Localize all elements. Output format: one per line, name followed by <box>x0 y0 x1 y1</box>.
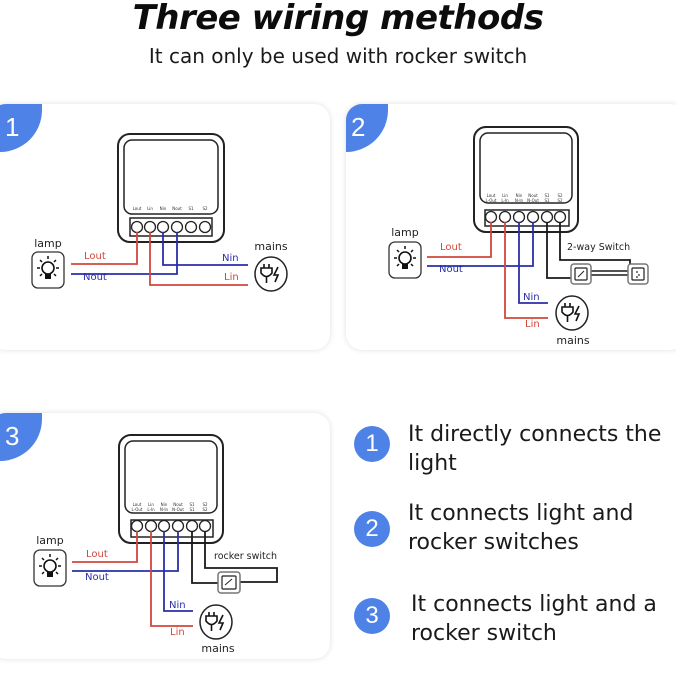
terminal-label: Lout <box>133 502 142 507</box>
legend-text: It connects light and rocker switches <box>408 501 634 555</box>
legend-text: It connects light and a rocker switch <box>411 592 657 646</box>
wire-lout <box>427 222 492 258</box>
legend-number-badge: 3 <box>354 598 390 634</box>
terminal-label: S2 <box>557 198 563 203</box>
wire-label-nout: Nout <box>85 572 109 583</box>
plug-icon <box>555 295 589 331</box>
terminal-screws <box>484 210 567 224</box>
terminal-label: S2 <box>557 193 563 198</box>
wire-label-nin: Nin <box>523 292 540 303</box>
wire-lin <box>150 531 193 627</box>
mains-label: mains <box>556 334 589 347</box>
wire-label-nout: Nout <box>83 272 107 283</box>
smart-switch-module: Lout Lin Nin Nout S1 S2 <box>117 133 225 243</box>
rocker-switch-icon <box>217 571 241 594</box>
wire-s2 <box>559 222 631 265</box>
terminal-label: S1 <box>189 507 195 512</box>
wire-nout <box>71 232 178 275</box>
terminal-label: S2 <box>202 502 208 507</box>
legend-item-3: 3 It connects light and a rocker switch <box>354 590 674 650</box>
wire-lin <box>149 232 248 286</box>
wire-label-lin: Lin <box>170 627 185 638</box>
plug-icon <box>254 256 288 292</box>
terminal-label: S2 <box>202 507 208 512</box>
terminal-label: N-Out <box>172 507 184 512</box>
wire-label-lin: Lin <box>525 319 540 330</box>
terminal-label: Lin <box>502 193 508 198</box>
wiring-diagram-3: Lout L-Out Lin L-In Nin N-In Nout N-Out … <box>0 413 330 659</box>
lightbulb-icon <box>31 251 65 289</box>
terminal-label: S1 <box>189 502 195 507</box>
switch-label: 2-way Switch <box>567 242 630 253</box>
wire-nin <box>518 222 548 304</box>
wire-lin <box>504 222 548 319</box>
terminal-label: N-In <box>515 198 524 203</box>
terminal-label: Nin <box>516 193 523 198</box>
page-subtitle: It can only be used with rocker switch <box>148 44 528 68</box>
legend-item-2: 2 It connects light and rocker switches <box>354 499 674 559</box>
plug-icon <box>199 604 233 640</box>
terminal-label: Nout <box>173 502 183 507</box>
wire-s1 <box>546 222 578 279</box>
wiring-diagram-2: Lout L-Out Lin L-In Nin N-In Nout N-Out … <box>346 104 676 350</box>
wire-label-lout: Lout <box>86 549 108 560</box>
mains-label: mains <box>254 240 287 253</box>
lamp-label: lamp <box>391 226 419 239</box>
rocker-switch-icon <box>627 263 649 285</box>
rocker-switch-icon <box>570 263 592 285</box>
wire-label-nin: Nin <box>169 600 186 611</box>
switch-label: rocker switch <box>214 551 277 562</box>
wire-label-lin: Lin <box>224 272 239 283</box>
terminal-label: L-Out <box>132 507 143 512</box>
lamp-label: lamp <box>34 237 62 250</box>
terminal-label: N-In <box>160 507 169 512</box>
diagram-1-drawing: Lout Lin Nin Nout S1 S2 Lout Nout <box>31 133 288 292</box>
terminal-label: Nin <box>160 206 167 211</box>
terminal-label: Lout <box>133 206 142 211</box>
diagram-3-drawing: Lout L-Out Lin L-In Nin N-In Nout N-Out … <box>33 434 278 655</box>
diagram-number-badge: 2 <box>346 104 388 152</box>
terminal-label: Lin <box>147 206 153 211</box>
terminal-label: S1 <box>544 193 550 198</box>
mains-label: mains <box>201 642 234 655</box>
page-title: Three wiring methods <box>132 0 544 38</box>
wire-label-nout: Nout <box>439 264 463 275</box>
smart-switch-module: Lout L-Out Lin L-In Nin N-In Nout N-Out … <box>118 434 224 544</box>
wire-nout <box>427 222 534 267</box>
terminal-label: L-In <box>501 198 509 203</box>
terminal-label: Nin <box>161 502 168 507</box>
wire-nin <box>162 232 248 266</box>
terminal-label: L-Out <box>486 198 497 203</box>
terminal-label: Nout <box>172 206 182 211</box>
wire-label-lout: Lout <box>84 251 106 262</box>
wire-s1 <box>191 531 222 584</box>
wire-s2 <box>204 531 278 583</box>
wire-nin <box>163 531 193 612</box>
wire-lout <box>71 232 138 265</box>
legend-number-badge: 2 <box>354 511 390 547</box>
terminal-label: Nout <box>528 193 538 198</box>
wiring-diagram-1: Lout Lin Nin Nout S1 S2 Lout Nout <box>0 104 330 350</box>
terminal-label: Lout <box>487 193 496 198</box>
terminal-label: S1 <box>188 206 194 211</box>
terminal-label: Lin <box>148 502 154 507</box>
terminal-label: S2 <box>202 206 208 211</box>
terminal-label: N-Out <box>527 198 539 203</box>
terminal-label: S1 <box>544 198 550 203</box>
lightbulb-icon <box>388 241 422 279</box>
terminal-screws <box>130 220 212 234</box>
wire-nout <box>72 531 179 572</box>
wire-lout <box>72 531 138 563</box>
lamp-label: lamp <box>36 534 64 547</box>
legend-item-1: 1 It directly connects the light <box>354 420 674 480</box>
wire-label-nin: Nin <box>222 253 239 264</box>
diagram-2-drawing: Lout L-Out Lin L-In Nin N-In Nout N-Out … <box>388 126 649 347</box>
terminal-label: L-In <box>147 507 155 512</box>
legend-text: It directly connects the light <box>408 422 662 476</box>
wire-label-lout: Lout <box>440 242 462 253</box>
lightbulb-icon <box>33 549 67 587</box>
terminal-screws <box>130 519 212 533</box>
legend-number-badge: 1 <box>354 426 390 462</box>
smart-switch-module: Lout L-Out Lin L-In Nin N-In Nout N-Out … <box>473 126 579 233</box>
